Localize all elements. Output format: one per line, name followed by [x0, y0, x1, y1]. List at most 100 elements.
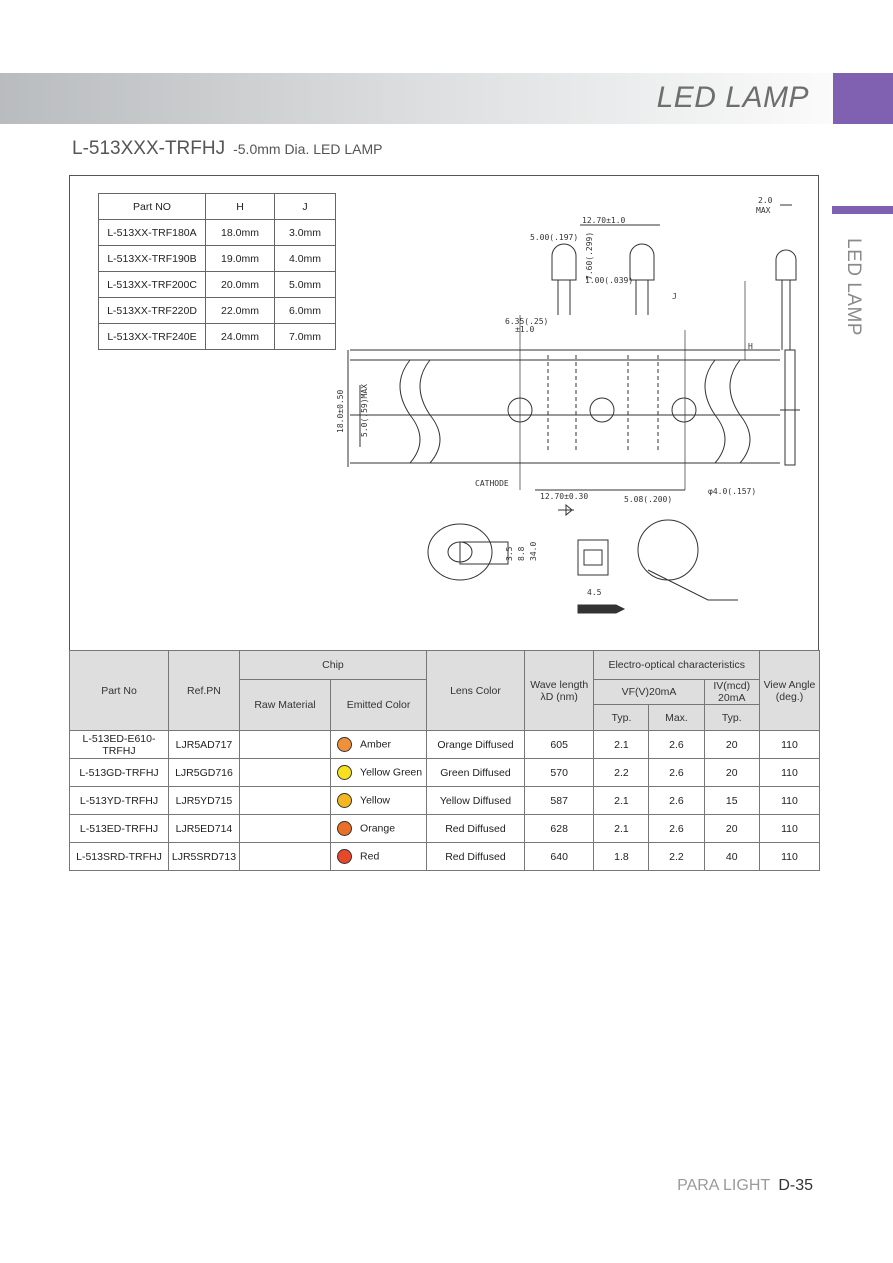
cell-emitted-color: Orange — [330, 814, 428, 843]
color-swatch — [337, 849, 353, 864]
led-side-view — [775, 204, 800, 466]
table-row: L-513ED-TRFHJ LJR5ED714 Orange Red Diffu… — [68, 814, 821, 843]
label-dia: 5.00(.197) — [530, 233, 578, 242]
cell-vf-max: 2.2 — [648, 842, 705, 871]
th-iv: IV(mcd) 20mA — [703, 679, 760, 705]
cell-view-angle: 110 — [758, 758, 821, 787]
label-height: 7.60(.299) — [585, 232, 594, 280]
tape-strip — [347, 349, 780, 467]
cell-raw-material — [238, 814, 332, 843]
cell-part-no: L-513SRD-TRFHJ — [68, 842, 170, 871]
dim-h: 19.0mm — [205, 245, 275, 272]
label-cathode: CATHODE — [475, 479, 509, 488]
tape-leads — [547, 355, 659, 450]
label-max-width: 2.0 — [758, 196, 773, 205]
cell-wave-length: 640 — [523, 842, 595, 871]
label-j: J — [672, 292, 677, 301]
dim-h: 22.0mm — [205, 297, 275, 324]
emitted-color-label: Red — [360, 850, 380, 863]
table-row: L-513SRD-TRFHJ LJR5SRD713 Red Red Diffus… — [68, 842, 821, 871]
th-vf: VF(V)20mA — [593, 679, 705, 705]
mechanical-drawing: 2.0 MAX 12.70±1.0 5.00(.197) 7.60(.299) … — [336, 196, 800, 614]
dim-j: 4.0mm — [274, 245, 336, 272]
reel-side-view — [637, 519, 738, 601]
dim-part: L-513XX-TRF180A — [98, 219, 206, 246]
color-swatch — [337, 821, 353, 836]
cell-raw-material — [238, 730, 332, 759]
banner-title: LED LAMP — [656, 81, 809, 114]
cell-emitted-color: Yellow Green — [330, 758, 428, 787]
dim-h: 18.0mm — [205, 219, 275, 246]
cell-raw-material — [238, 842, 332, 871]
cell-lens-color: Red Diffused — [426, 814, 525, 843]
cell-part-no: L-513YD-TRFHJ — [68, 786, 170, 815]
cell-vf-typ: 2.1 — [593, 814, 650, 843]
dim-header-j: J — [274, 193, 336, 220]
page-number: D-35 — [778, 1177, 813, 1194]
label-pitch-top: 12.70±1.0 — [582, 216, 626, 225]
reel-front-view — [427, 523, 509, 581]
cell-wave-length: 570 — [523, 758, 595, 787]
label-hole-dia: φ4.0(.157) — [708, 487, 756, 496]
dim-part: L-513XX-TRF220D — [98, 297, 206, 324]
emitted-color-label: Amber — [360, 738, 391, 751]
emitted-color-label: Yellow Green — [360, 766, 423, 779]
label-lead-tol: ±1.0 — [515, 325, 534, 334]
led-body-right — [629, 243, 655, 315]
label-hole-pitch: 5.08(.200) — [624, 495, 672, 504]
th-electro-optical: Electro-optical characteristics — [593, 650, 760, 680]
cell-wave-length: 587 — [523, 786, 595, 815]
cell-part-no: L-513ED-E610-TRFHJ — [68, 730, 170, 759]
th-emitted-color: Emitted Color — [330, 679, 428, 731]
cell-view-angle: 110 — [758, 730, 821, 759]
footer: PARA LIGHT D-35 — [677, 1177, 813, 1195]
label-gap: 1.00(.039) — [585, 276, 633, 285]
direction-arrow — [577, 604, 626, 614]
cell-emitted-color: Amber — [330, 730, 428, 759]
cell-iv-typ: 20 — [703, 814, 760, 843]
product-title: L-513XXX-TRFHJ — [72, 138, 226, 159]
dim-j: 7.0mm — [274, 323, 336, 350]
cell-lens-color: Yellow Diffused — [426, 786, 525, 815]
spool-view — [577, 539, 609, 576]
table-row: L-513GD-TRFHJ LJR5GD716 Yellow Green Gre… — [68, 758, 821, 787]
drawing-frame — [69, 175, 819, 650]
label-reel-d2: 8.8 — [517, 546, 526, 561]
th-lens-color: Lens Color — [426, 650, 525, 731]
label-lead-offset: 6.35(.25) — [505, 317, 548, 326]
dim-header-part: Part NO — [98, 193, 206, 220]
side-accent-bar — [832, 206, 893, 214]
cell-vf-max: 2.6 — [648, 730, 705, 759]
th-part-no: Part No — [68, 650, 170, 731]
section-tab — [833, 73, 893, 124]
cell-ref-pn: LJR5GD716 — [168, 758, 240, 787]
label-h: H — [748, 342, 753, 351]
cell-iv-typ: 20 — [703, 730, 760, 759]
side-label: LED LAMP — [843, 238, 864, 336]
header-banner: LED LAMP — [0, 73, 835, 124]
emitted-color-label: Yellow — [360, 794, 390, 807]
cell-lens-color: Orange Diffused — [426, 730, 525, 759]
product-subtitle: -5.0mm Dia. LED LAMP — [233, 141, 383, 157]
label-tape-height: 18.0±0.50 — [336, 389, 345, 433]
cell-view-angle: 110 — [758, 842, 821, 871]
cell-raw-material — [238, 758, 332, 787]
cell-wave-length: 628 — [523, 814, 595, 843]
cell-part-no: L-513GD-TRFHJ — [68, 758, 170, 787]
label-pitch-bottom: 12.70±0.30 — [540, 492, 588, 501]
cell-iv-typ: 40 — [703, 842, 760, 871]
spec-table: Part No Ref.PN Chip Lens Color Wave leng… — [68, 650, 821, 871]
cell-ref-pn: LJR5YD715 — [168, 786, 240, 815]
page-title: L-513XXX-TRFHJ -5.0mm Dia. LED LAMP — [72, 138, 382, 160]
th-iv-typ: Typ. — [703, 704, 760, 731]
footer-brand: PARA LIGHT — [677, 1177, 770, 1194]
label-spool-w: 4.5 — [587, 588, 602, 597]
cell-iv-typ: 15 — [703, 786, 760, 815]
dim-j: 3.0mm — [274, 219, 336, 246]
